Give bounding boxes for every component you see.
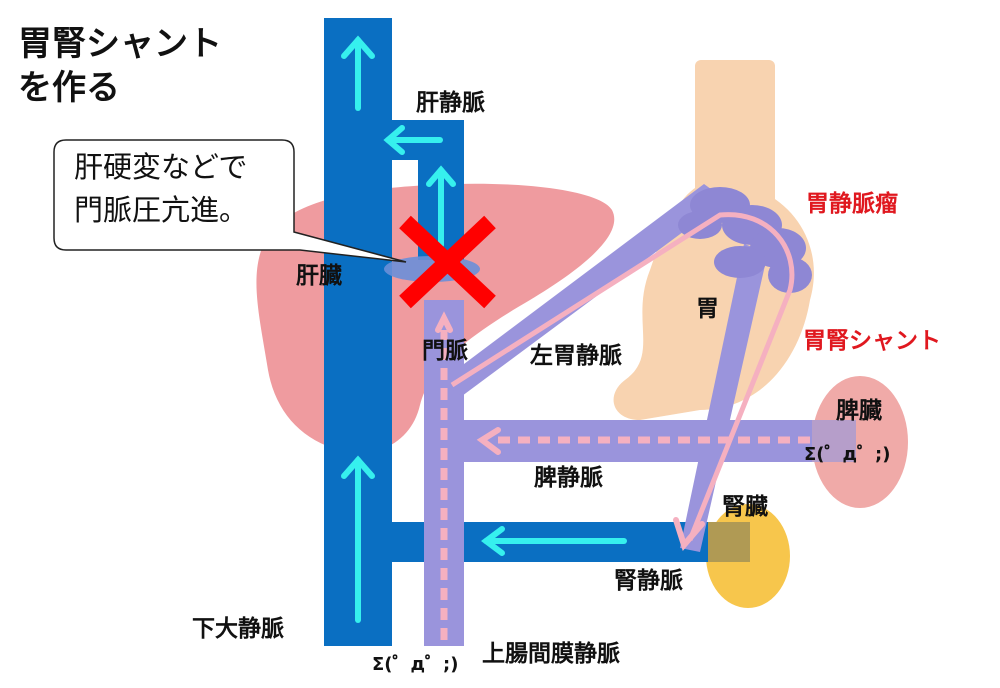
pink-arrowheads [435, 311, 705, 552]
gastrorenal-shunt-label: 胃腎シャント [803, 328, 941, 354]
spleen-overlap [812, 420, 856, 462]
hepatic-vein-label: 肝静脈 [416, 90, 485, 116]
gastric-varix-label: 胃静脈瘤 [806, 191, 898, 217]
stomach-label: 胃 [696, 296, 719, 322]
spleen-face: Σ(゜д゜;) [804, 444, 891, 465]
title-line-2: を作る [18, 68, 120, 108]
page-title: 胃腎シャント を作る [18, 22, 222, 110]
kidney-overlap [708, 522, 750, 562]
splenic-vein-label: 脾静脈 [534, 465, 603, 491]
liver-label: 肝臓 [296, 263, 342, 289]
callout-bubble [53, 139, 407, 263]
renal-vein-label: 腎静脈 [614, 568, 683, 594]
spleen-shape [812, 376, 908, 508]
smv-face: Σ(゜д゜;) [372, 654, 459, 675]
kidney-label: 腎臓 [722, 494, 768, 520]
callout-line-2: 門脈圧亢進。 [74, 193, 249, 227]
blockage-x-icon [399, 215, 496, 309]
ivc-label: 下大静脈 [192, 616, 284, 642]
callout-text: 肝硬変などで 門脈圧亢進。 [74, 146, 248, 232]
spleen-label: 脾臓 [836, 398, 882, 424]
title-line-1: 胃腎シャント [18, 24, 222, 64]
cyan-flow-arrows [341, 35, 627, 623]
left-gastric-vein-label: 左胃静脈 [530, 343, 622, 369]
callout-line-1: 肝硬変などで [74, 150, 248, 184]
pink-flow [440, 212, 810, 640]
portal-vein-label: 門脈 [422, 338, 468, 364]
smv-label: 上腸間膜静脈 [482, 641, 620, 667]
